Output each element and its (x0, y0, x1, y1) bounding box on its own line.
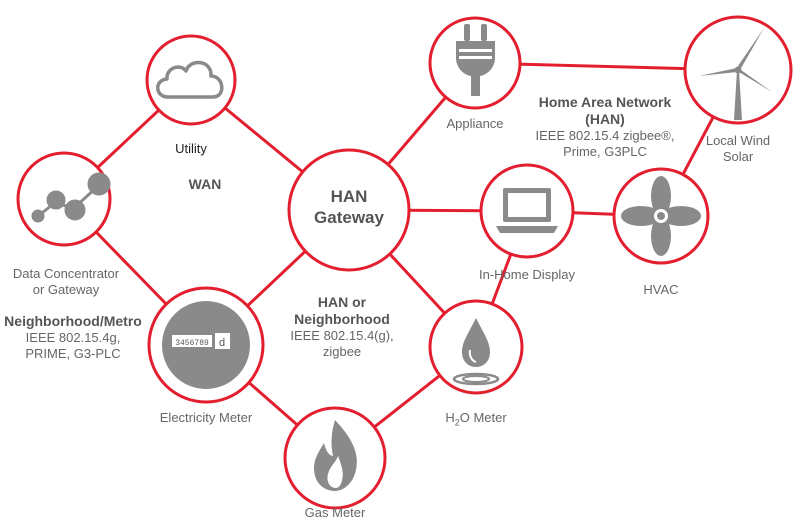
laptop-icon (496, 188, 558, 233)
han-desc-line1: IEEE 802.15.4 zigbee®, (535, 128, 675, 143)
neighborhood-metro-title: Neighborhood/Metro (4, 313, 142, 329)
node-circles (16, 15, 793, 510)
network-nodes-icon (31, 172, 111, 223)
water-label: H2O Meter (426, 410, 526, 431)
gateway-node (287, 148, 411, 272)
neighborhood-metro-desc-line2: PRIME, G3-PLC (25, 346, 121, 361)
meter-reading: 3456789 (175, 339, 209, 348)
han-neighborhood-title-line1: HAN or (317, 294, 367, 310)
cloud-icon (156, 60, 224, 99)
wind-turbine-icon (699, 28, 772, 120)
gateway-label: HAN Gateway (290, 186, 408, 228)
wan-section: WAN (175, 176, 235, 193)
han-neighborhood-title-line2: Neighborhood (294, 311, 390, 327)
gateway-label-line1: HAN (330, 187, 368, 206)
display-label: In-Home Display (478, 267, 576, 282)
flame-icon (314, 420, 357, 491)
water-label-post: O Meter (459, 410, 507, 425)
han-title-line2: (HAN) (585, 111, 625, 127)
wind-label-line1: Local Wind (705, 133, 771, 148)
svg-text:d: d (219, 337, 225, 349)
wan-title: WAN (188, 176, 222, 192)
gas-label: Gas Meter (304, 505, 366, 520)
concentrator-label-line1: Data Concentrator (12, 266, 120, 281)
neighborhood-metro-desc-line1: IEEE 802.15.4g, (25, 330, 121, 345)
hvac-label: HVAC (643, 282, 679, 297)
utility-node (145, 34, 237, 126)
plug-icon (456, 24, 495, 96)
han-section: Home Area Network (HAN) IEEE 802.15.4 zi… (520, 94, 690, 160)
concentrator-label-line2: or Gateway (32, 282, 100, 297)
utility-label: Utility (175, 141, 207, 156)
gateway-label-line2: Gateway (314, 208, 384, 227)
wind-label-line2: Solar (722, 149, 754, 164)
fan-icon (621, 176, 701, 256)
electricity-label: Electricity Meter (159, 410, 253, 425)
han-title-line1: Home Area Network (538, 94, 672, 110)
han-neighborhood-desc-line1: IEEE 802.15.4(g), (290, 328, 394, 343)
wind-label: Local Wind Solar (690, 133, 786, 165)
han-desc-line2: Prime, G3PLC (563, 144, 647, 159)
han-neighborhood-desc-line2: zigbee (322, 344, 362, 359)
water-label-pre: H (445, 410, 455, 425)
neighborhood-metro-section: Neighborhood/Metro IEEE 802.15.4g, PRIME… (0, 313, 146, 362)
concentrator-label: Data Concentrator or Gateway (0, 266, 132, 298)
han-neighborhood-section: HAN or Neighborhood IEEE 802.15.4(g), zi… (282, 294, 402, 360)
water-drop-icon (452, 318, 500, 386)
electric-meter-icon: 3456789 d (162, 301, 250, 389)
appliance-label: Appliance (446, 116, 504, 131)
water-label-sub: 2 (454, 417, 460, 428)
